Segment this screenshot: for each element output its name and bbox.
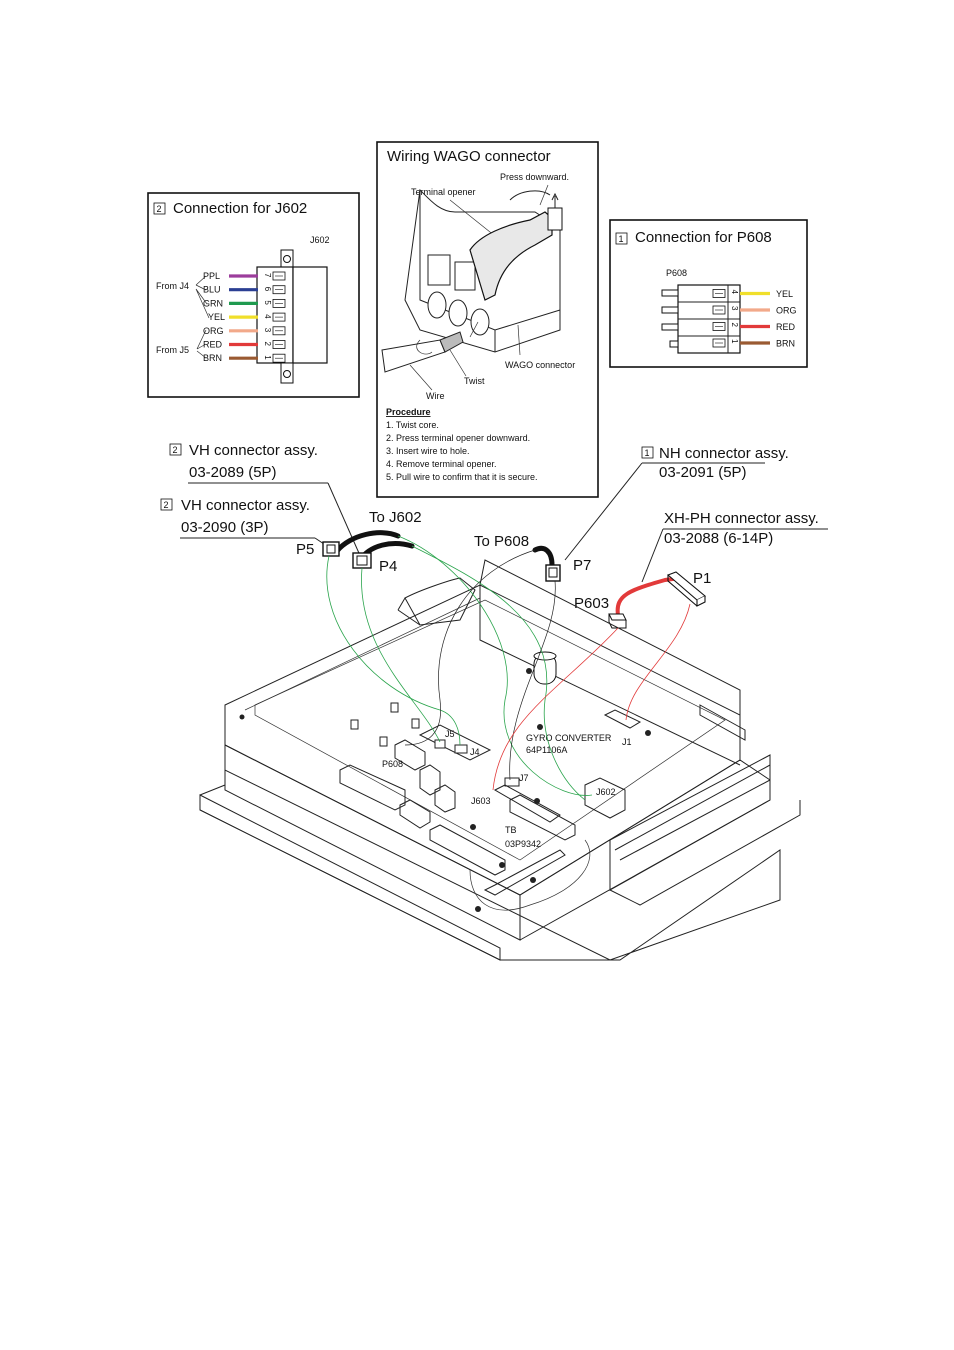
j602-wire-label: BRN (203, 353, 222, 363)
j602-wire-label: PPL (203, 271, 220, 281)
procedure-step: 5. Pull wire to confirm that it is secur… (386, 472, 538, 482)
tb-label: TB (505, 825, 517, 835)
j602-pin-number: 5 (263, 300, 272, 305)
route-p608-black (404, 549, 536, 746)
p608-pin-number: 2 (730, 323, 739, 328)
j602-board-label: J602 (596, 787, 616, 797)
j4-label: J4 (470, 747, 480, 757)
j1-label: J1 (622, 737, 632, 747)
route-p5-green (326, 555, 461, 746)
p608-connection-box: 1 Connection for P608 P608 4 3 2 1 YEL ORG RE… (609, 219, 808, 368)
board-labels: J5 J4 GYRO CONVERTER 64P1106A J1 J7 P608… (382, 729, 632, 849)
procedure-step: 3. Insert wire to hole. (386, 446, 470, 456)
wire-label: Wire (426, 391, 445, 401)
wago-title: Wiring WAGO connector (387, 148, 551, 165)
p1-label: P1 (693, 570, 711, 587)
gyro-label: GYRO CONVERTER (526, 733, 612, 743)
j602-wire-label: ORG (203, 326, 224, 336)
xh-title: XH-PH connector assy. (664, 510, 819, 527)
p608-pin-number: 4 (730, 290, 739, 295)
callout-vh-5p: 2 VH connector assy. 03-2089 (5P) (169, 442, 363, 561)
j5-label: J5 (445, 729, 455, 739)
p7-connector (545, 564, 561, 582)
j602-pin-number: 4 (263, 314, 272, 319)
p608-connector-label: P608 (666, 268, 687, 278)
j602-connection-box: 2 Connection for J602 J602 7 6 5 4 3 2 1 PPL BL… (147, 192, 360, 398)
p4-label: P4 (379, 558, 397, 575)
j602-wire-label: GRN (203, 298, 223, 308)
j602-box-title: Connection for J602 (173, 200, 307, 217)
procedure-step: 4. Remove terminal opener. (386, 459, 497, 469)
p603-label: P603 (574, 595, 609, 612)
procedure-step: 2. Press terminal opener downward. (386, 433, 530, 443)
j602-pin-number: 3 (263, 328, 272, 333)
wago-connector-label: WAGO connector (505, 360, 575, 370)
callout-nh-5p: 1 NH connector assy. 03-2091 (5P) (564, 445, 789, 561)
p608-pin-number: 1 (730, 339, 739, 344)
p608-box-title: Connection for P608 (635, 229, 772, 246)
p5-connector (322, 541, 340, 557)
to-p608-label: To P608 (474, 533, 529, 550)
vh5-title: VH connector assy. (189, 442, 318, 459)
j602-pin-number: 7 (263, 273, 272, 278)
nh-part: 03-2091 (5P) (659, 464, 747, 481)
svg-text:2: 2 (173, 445, 178, 455)
j602-pin-number: 6 (263, 287, 272, 292)
j602-pin-number: 1 (263, 355, 272, 360)
procedure-step: 1. Twist core. (386, 420, 439, 430)
gyro-part-label: 64P1106A (526, 745, 567, 755)
p608-pin-number: 3 (730, 306, 739, 311)
p608-wire-label: RED (776, 322, 796, 332)
p608-board-label: P608 (382, 759, 403, 769)
from-j4-label: From J4 (156, 281, 189, 291)
j7-label: J7 (519, 773, 529, 783)
wago-wiring-box: Wiring WAGO connector Press downward. Te… (376, 141, 599, 498)
p4-connector (352, 552, 372, 569)
p5-label: P5 (296, 541, 314, 558)
j602-pin-number: 2 (263, 342, 272, 347)
cable-assemblies: P5 P4 To J602 To P608 P7 P1 P603 (296, 509, 711, 629)
callout-xh-ph: XH-PH connector assy. 03-2088 (6-14P) (641, 510, 828, 583)
vh3-part: 03-2090 (3P) (181, 519, 269, 536)
twist-label: Twist (464, 376, 485, 386)
route-p4-green (361, 567, 441, 743)
j602-badge: 2 (157, 204, 162, 214)
route-p603-red (492, 627, 619, 791)
chassis-drawing (199, 559, 801, 961)
p608-wire-label: ORG (776, 306, 797, 316)
route-p7-black (509, 580, 556, 781)
nh-title: NH connector assy. (659, 445, 789, 462)
procedure-title: Procedure (386, 407, 431, 417)
vh5-part: 03-2089 (5P) (189, 464, 277, 481)
j602-wire-label: BLU (203, 285, 221, 295)
p608-connector-body: 4 3 2 1 (661, 284, 741, 354)
j603-label: J603 (471, 796, 491, 806)
j602-wire-label: YEL (208, 312, 225, 322)
route-j602-green-2 (411, 545, 586, 801)
svg-text:2: 2 (164, 500, 169, 510)
j602-connector-label: J602 (310, 235, 330, 245)
wago-connector-drawing (381, 188, 563, 373)
p608-wire-label: YEL (776, 289, 793, 299)
terminal-opener-label: Terminal opener (411, 187, 476, 197)
tb-part-label: 03P9342 (505, 839, 541, 849)
p603-connector (608, 613, 627, 629)
p608-wire-label: BRN (776, 339, 795, 349)
xh-part: 03-2088 (6-14P) (664, 530, 773, 547)
p7-label: P7 (573, 557, 591, 574)
j602-terminal-block: 7 6 5 4 3 2 1 (256, 249, 328, 384)
p1-connector (666, 571, 707, 607)
to-j602-label: To J602 (369, 509, 422, 526)
vh3-title: VH connector assy. (181, 497, 310, 514)
cable-routes (326, 535, 691, 801)
route-p1-red (625, 603, 691, 721)
from-j5-label: From J5 (156, 345, 189, 355)
p608-badge: 1 (619, 234, 624, 244)
press-downward-label: Press downward. (500, 172, 569, 182)
svg-text:1: 1 (645, 448, 650, 458)
j602-wire-label: RED (203, 340, 223, 350)
route-j602-green (397, 535, 593, 796)
